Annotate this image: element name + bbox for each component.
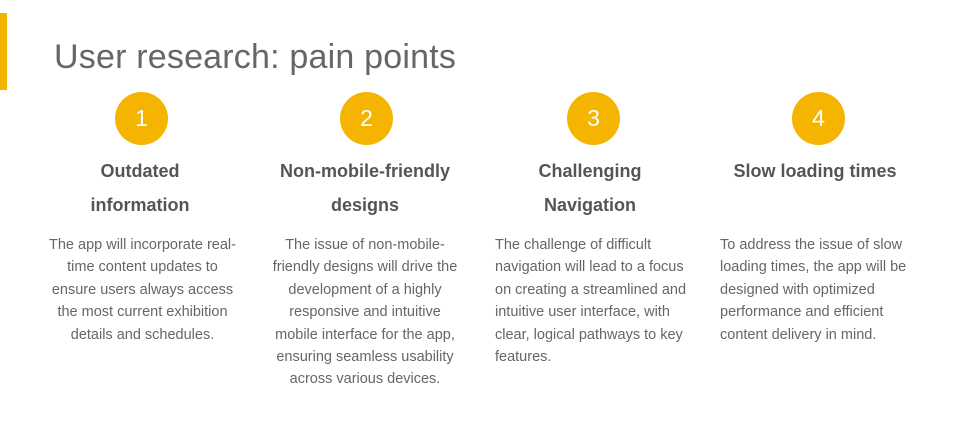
heading-line-2: information xyxy=(90,195,190,215)
accent-bar xyxy=(0,13,7,90)
pain-point-body-1: The app will incorporate real-time conte… xyxy=(49,237,236,343)
pain-point-body-2: The issue of non-mobile-friendly designs… xyxy=(272,237,458,388)
heading-line-2: Navigation xyxy=(543,195,636,215)
pain-point-heading-2: Non-mobile-friendly designs xyxy=(250,154,480,222)
pain-point-heading-3: Challenging Navigation xyxy=(475,154,705,222)
heading-line-1: Slow loading times xyxy=(733,161,897,181)
pain-point-body-3: The challenge of difficult navigation wi… xyxy=(495,237,687,366)
pain-point-heading-4: Slow loading times xyxy=(700,154,930,188)
number-badge-1: 1 xyxy=(115,92,168,145)
number-badge-3: 3 xyxy=(567,92,620,145)
heading-line-1: Outdated xyxy=(100,161,180,181)
page-title: User research: pain points xyxy=(54,38,457,76)
pain-point-heading-1: Outdated information xyxy=(25,154,255,222)
number-badge-2: 2 xyxy=(340,92,393,145)
heading-line-1: Non-mobile-friendly xyxy=(280,161,450,181)
heading-line-1: Challenging xyxy=(538,161,642,181)
heading-line-2: designs xyxy=(330,195,400,215)
number-badge-4: 4 xyxy=(792,92,845,145)
pain-point-body-4: To address the issue of slow loading tim… xyxy=(720,237,907,343)
